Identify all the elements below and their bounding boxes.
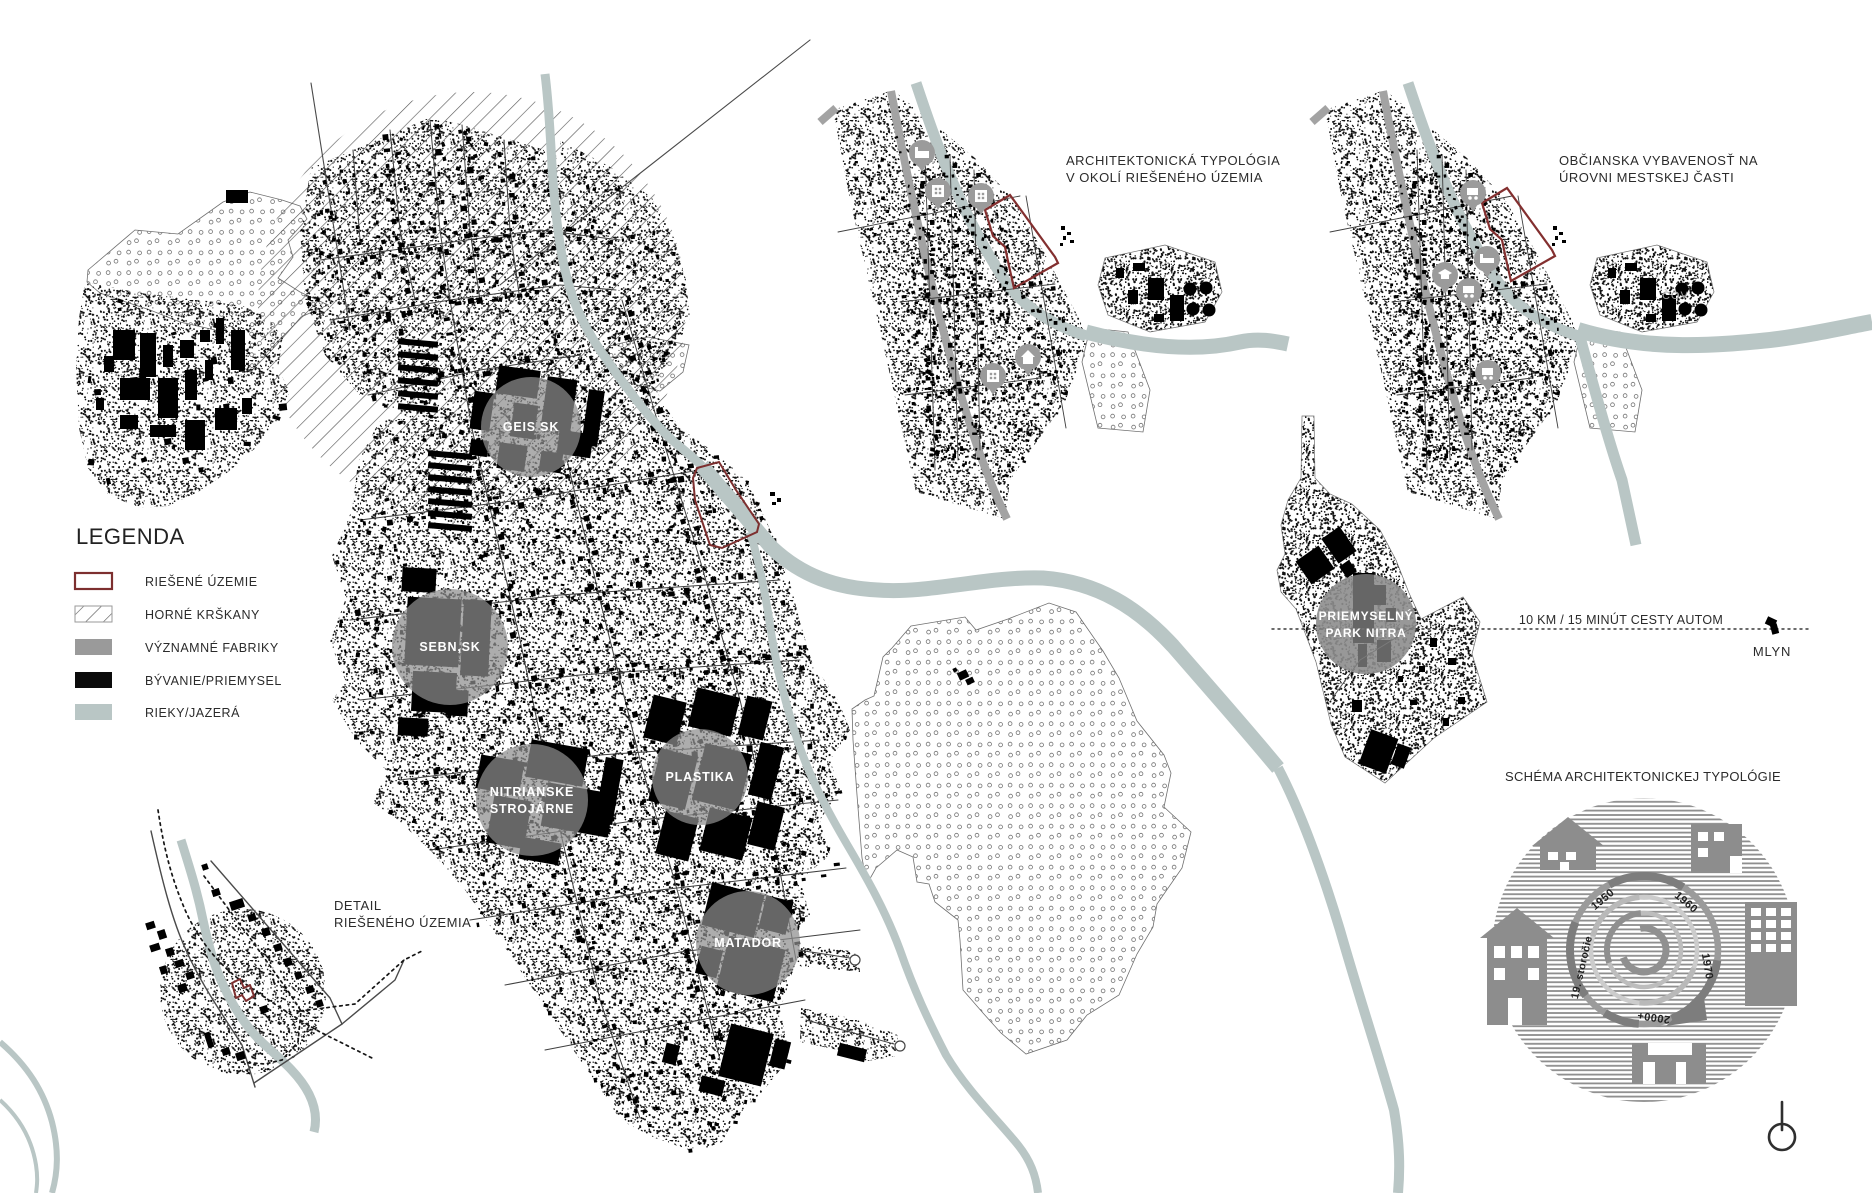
svg-text:RIEKY/JAZERÁ: RIEKY/JAZERÁ bbox=[145, 705, 240, 720]
svg-text:2000+: 2000+ bbox=[1636, 1009, 1671, 1026]
svg-text:DETAIL: DETAIL bbox=[334, 898, 382, 913]
svg-text:MLYN: MLYN bbox=[1753, 644, 1791, 659]
svg-text:MATADOR: MATADOR bbox=[714, 936, 782, 950]
svg-text:GEIS SK: GEIS SK bbox=[503, 420, 559, 434]
svg-text:BÝVANIE/PRIEMYSEL: BÝVANIE/PRIEMYSEL bbox=[145, 673, 282, 688]
svg-text:1970: 1970 bbox=[1699, 952, 1715, 980]
svg-text:ÚROVNI MESTSKEJ ČASTI: ÚROVNI MESTSKEJ ČASTI bbox=[1559, 170, 1734, 185]
svg-text:PRIEMYSELNÝ: PRIEMYSELNÝ bbox=[1319, 608, 1414, 623]
svg-text:HORNÉ KRŠKANY: HORNÉ KRŠKANY bbox=[145, 607, 260, 622]
svg-text:OBČIANSKA VYBAVENOSŤ NA: OBČIANSKA VYBAVENOSŤ NA bbox=[1559, 153, 1758, 168]
svg-text:SCHÉMA ARCHITEKTONICKEJ TYPOLÓ: SCHÉMA ARCHITEKTONICKEJ TYPOLÓGIE bbox=[1505, 769, 1781, 784]
svg-text:10 KM / 15 MINÚT CESTY AUTOM: 10 KM / 15 MINÚT CESTY AUTOM bbox=[1519, 612, 1723, 627]
svg-text:PLASTIKA: PLASTIKA bbox=[666, 770, 735, 784]
svg-text:RIEŠENÉHO ÚZEMIA: RIEŠENÉHO ÚZEMIA bbox=[334, 915, 471, 930]
svg-text:STROJÁRNE: STROJÁRNE bbox=[490, 801, 574, 816]
svg-text:V OKOLÍ RIEŠENÉHO ÚZEMIA: V OKOLÍ RIEŠENÉHO ÚZEMIA bbox=[1066, 170, 1263, 185]
svg-text:RIEŠENÉ ÚZEMIE: RIEŠENÉ ÚZEMIE bbox=[145, 574, 258, 589]
svg-text:SEBN,SK: SEBN,SK bbox=[419, 640, 480, 654]
svg-text:VÝZNAMNÉ FABRIKY: VÝZNAMNÉ FABRIKY bbox=[145, 640, 279, 655]
svg-text:PARK NITRA: PARK NITRA bbox=[1325, 626, 1406, 640]
svg-text:LEGENDA: LEGENDA bbox=[76, 524, 185, 549]
svg-text:ARCHITEKTONICKÁ TYPOLÓGIA: ARCHITEKTONICKÁ TYPOLÓGIA bbox=[1066, 153, 1280, 168]
svg-text:NITRIANSKE: NITRIANSKE bbox=[490, 785, 574, 799]
svg-text:ČOV: ČOV bbox=[1662, 289, 1689, 302]
